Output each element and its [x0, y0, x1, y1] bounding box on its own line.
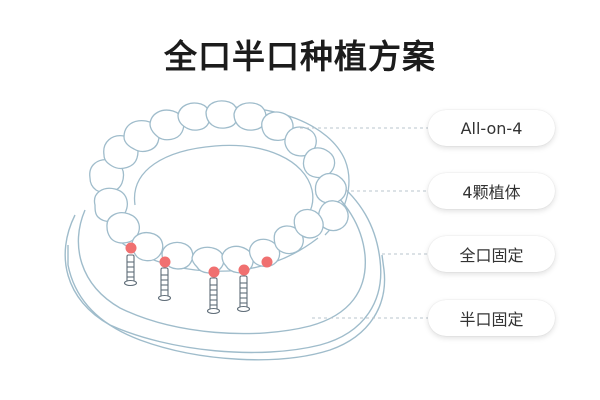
label-implant-count: 4颗植体 [428, 173, 555, 209]
implant-marker [238, 264, 250, 276]
leader-lines [300, 127, 428, 319]
implant-marker [125, 242, 137, 254]
implant-posts [123, 254, 251, 315]
teeth-row-front [93, 187, 324, 274]
implant-post [236, 275, 251, 313]
label-half-arch-fixed: 半口固定 [428, 300, 555, 336]
implant-post [157, 267, 172, 302]
implant-marker [261, 256, 273, 268]
label-all-on-4: All-on-4 [428, 110, 555, 146]
implant-markers [125, 242, 273, 278]
page-title: 全口半口种植方案 [164, 37, 436, 76]
implant-marker [159, 256, 171, 268]
implant-marker [208, 266, 220, 278]
label-full-arch-fixed: 全口固定 [428, 236, 555, 272]
teeth-row-back [89, 100, 349, 232]
implant-post [206, 277, 221, 315]
implant-post [123, 254, 138, 287]
